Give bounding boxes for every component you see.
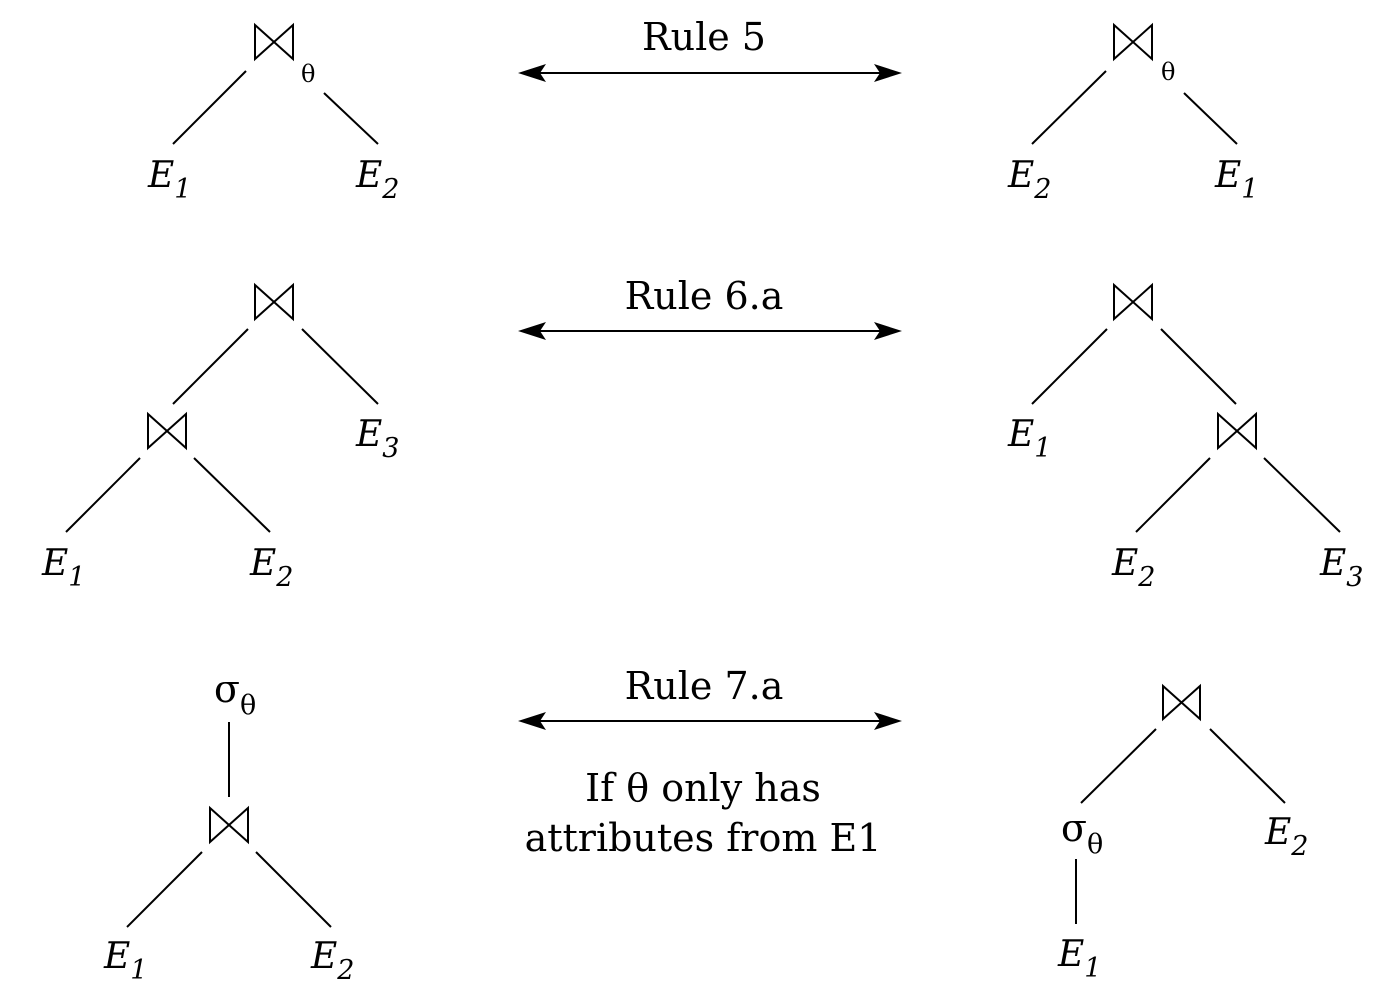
selection-sigma: σθ: [1061, 806, 1103, 860]
join-condition-theta: θ: [1161, 58, 1175, 86]
relation-leaf: E1: [1214, 155, 1258, 205]
relation-leaf: E3: [355, 414, 399, 464]
join-icon: [254, 282, 294, 322]
join-icon: [1113, 22, 1153, 62]
join-icon: [209, 805, 249, 845]
tree-edge: [126, 851, 203, 928]
tree-edge: [323, 92, 379, 145]
tree-edge: [1031, 70, 1107, 145]
relation-leaf: E1: [41, 543, 85, 593]
rule-5-group: θ E1 E2 Rule 5 θ E2 E: [147, 15, 1258, 205]
join-icon: [1162, 683, 1201, 722]
relation-leaf: E1: [1007, 414, 1051, 464]
rule-condition-line: attributes from E1: [525, 816, 882, 860]
tree-edge: [1135, 457, 1211, 533]
tree-edge: [1031, 328, 1108, 405]
relation-leaf: E1: [147, 155, 191, 205]
rule-label: Rule 7.a: [625, 664, 784, 708]
tree-edge: [172, 70, 247, 145]
relation-leaf: E1: [103, 936, 147, 986]
double-arrow-icon: [518, 64, 902, 82]
rule-condition-line: If θ only has: [585, 766, 821, 810]
relation-leaf: E3: [1319, 543, 1363, 593]
rule-label: Rule 6.a: [625, 274, 784, 318]
tree-edge: [1209, 728, 1286, 804]
relation-leaf: E2: [1111, 543, 1155, 593]
tree-edge: [255, 851, 332, 928]
relation-leaf: E2: [355, 155, 399, 205]
join-icon: [1217, 411, 1257, 451]
tree-edge: [301, 328, 379, 405]
tree-edge: [1160, 328, 1237, 405]
rule-7a-right-tree: σθ E2 E1: [1057, 683, 1308, 984]
join-icon: [147, 411, 187, 451]
rule-5-right-tree: θ E2 E1: [1007, 22, 1258, 205]
tree-edge: [193, 457, 271, 533]
tree-edge: [172, 328, 249, 405]
rule-7a-left-tree: σθ E1 E2: [103, 667, 354, 986]
join-icon: [1113, 282, 1153, 322]
relation-leaf: E2: [1007, 155, 1051, 205]
rule-6a-left-tree: E3 E1 E2: [41, 282, 399, 593]
rule-label: Rule 5: [642, 15, 766, 59]
rule-7a-group: σθ E1 E2 Rule 7.a If θ only has attribut…: [103, 664, 1308, 986]
relation-leaf: E2: [249, 543, 293, 593]
relation-leaf: E2: [310, 936, 354, 986]
relation-leaf: E1: [1057, 934, 1101, 984]
tree-edge: [1263, 457, 1341, 533]
double-arrow-icon: [518, 322, 902, 340]
rule-5-left-tree: θ E1 E2: [147, 22, 399, 205]
double-arrow-icon: [518, 712, 902, 730]
tree-edge: [1183, 92, 1238, 145]
relation-leaf: E2: [1264, 812, 1308, 862]
rule-6a-group: E3 E1 E2 Rule 6.a E1: [41, 274, 1363, 593]
tree-edge: [1080, 728, 1157, 804]
join-icon: [254, 22, 294, 62]
rule-6a-right-tree: E1 E2 E3: [1007, 282, 1363, 593]
selection-sigma: σθ: [214, 667, 256, 721]
join-condition-theta: θ: [301, 60, 315, 88]
tree-edge: [65, 457, 141, 533]
